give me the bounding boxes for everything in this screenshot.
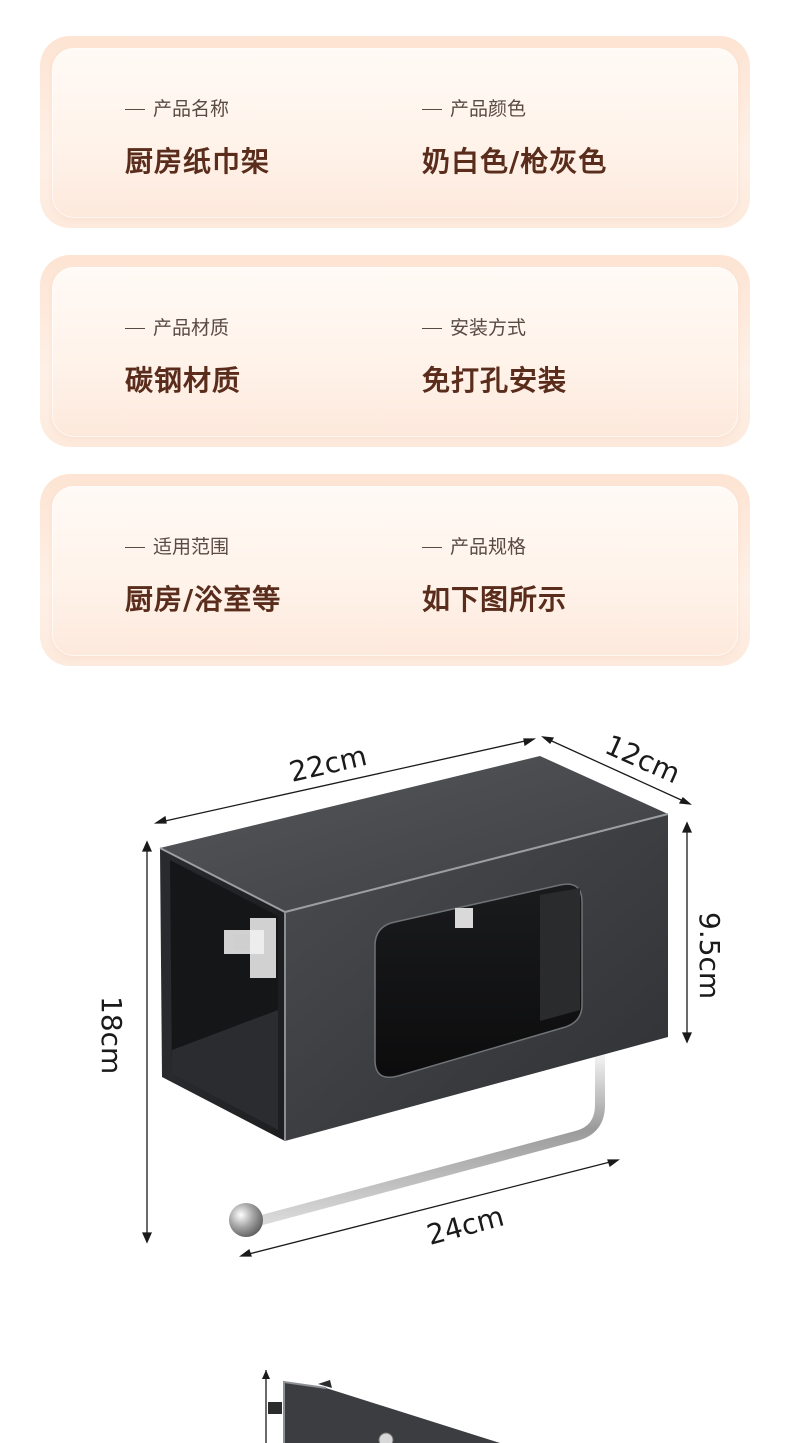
spec-card-1: 产品名称 厨房纸巾架 产品颜色 奶白色/枪灰色 (40, 36, 750, 228)
spec-label: 产品名称 (125, 94, 229, 121)
spec-label: 安装方式 (422, 313, 526, 340)
spec-label-text: 适用范围 (153, 536, 230, 558)
depth-dimension-line (542, 736, 691, 805)
spec-card-inner (52, 267, 738, 437)
spec-value: 如下图所示 (422, 583, 568, 616)
spec-card-inner (52, 486, 738, 656)
second-product-preview (262, 1370, 500, 1443)
arrow-head-icon (262, 1370, 270, 1379)
second-product-edge (283, 1380, 327, 1443)
window-inner-wall (540, 888, 580, 1021)
box-top (160, 756, 668, 912)
spec-card-2: 产品材质 碳钢材质 安装方式 免打孔安装 (40, 255, 750, 447)
total-height-label: 18cm (95, 996, 128, 1074)
spec-card-3: 适用范围 厨房/浴室等 产品规格 如下图所示 (40, 474, 750, 666)
arrow-head-icon (681, 821, 693, 833)
rod-dimension-line (240, 1159, 619, 1257)
arrow-head-icon (523, 738, 537, 747)
spec-label-text: 产品规格 (450, 536, 527, 558)
spec-label: 适用范围 (125, 532, 229, 559)
screw-icon (378, 1432, 394, 1443)
spec-value: 免打孔安装 (422, 364, 568, 397)
spec-value: 奶白色/枪灰色 (422, 145, 608, 178)
spec-label-text: 安装方式 (450, 317, 527, 339)
rod-length-label: 24cm (423, 1200, 507, 1252)
length-dimension-line (155, 738, 535, 824)
spec-value: 碳钢材质 (125, 364, 242, 397)
arrow-head-icon (607, 1159, 620, 1168)
product-dimension-figure: 22cm 12cm 9.5cm 18cm 24cm (95, 728, 726, 1443)
arrow-head-icon (141, 840, 153, 852)
arrow-head-icon (239, 1248, 252, 1257)
length-label: 22cm (286, 739, 370, 789)
depth-label: 12cm (600, 728, 685, 790)
arrow-head-icon (681, 1032, 693, 1044)
spec-label-text: 产品名称 (153, 98, 230, 120)
arrow-head-icon (141, 1232, 153, 1244)
spec-value: 厨房纸巾架 (125, 145, 271, 178)
rod-end-ball (229, 1203, 263, 1237)
side-mounting-clip (224, 918, 276, 978)
spec-value: 厨房/浴室等 (125, 583, 282, 616)
second-product-corner (318, 1380, 332, 1388)
dash-icon (422, 328, 442, 329)
arrow-head-icon (541, 736, 555, 744)
spec-label: 产品规格 (422, 532, 526, 559)
rod (257, 1050, 605, 1225)
box-height-label: 9.5cm (693, 912, 726, 999)
spec-label-text: 产品颜色 (450, 98, 527, 120)
dash-icon (125, 328, 145, 329)
spec-label-text: 产品材质 (153, 317, 230, 339)
dash-icon (422, 547, 442, 548)
arrow-head-icon (153, 815, 167, 824)
dimension-lines (141, 736, 693, 1257)
second-product-body (284, 1382, 500, 1443)
arrow-head-icon (678, 797, 692, 805)
spec-label: 产品颜色 (422, 94, 526, 121)
dash-icon (125, 547, 145, 548)
mounting-clip (455, 908, 473, 928)
spec-label: 产品材质 (125, 313, 229, 340)
tissue-holder-product (159, 756, 669, 1237)
dash-icon (422, 109, 442, 110)
dash-icon (125, 109, 145, 110)
box-side-floor (172, 1010, 278, 1130)
spec-card-inner (52, 48, 738, 218)
second-product-clip (268, 1402, 282, 1414)
